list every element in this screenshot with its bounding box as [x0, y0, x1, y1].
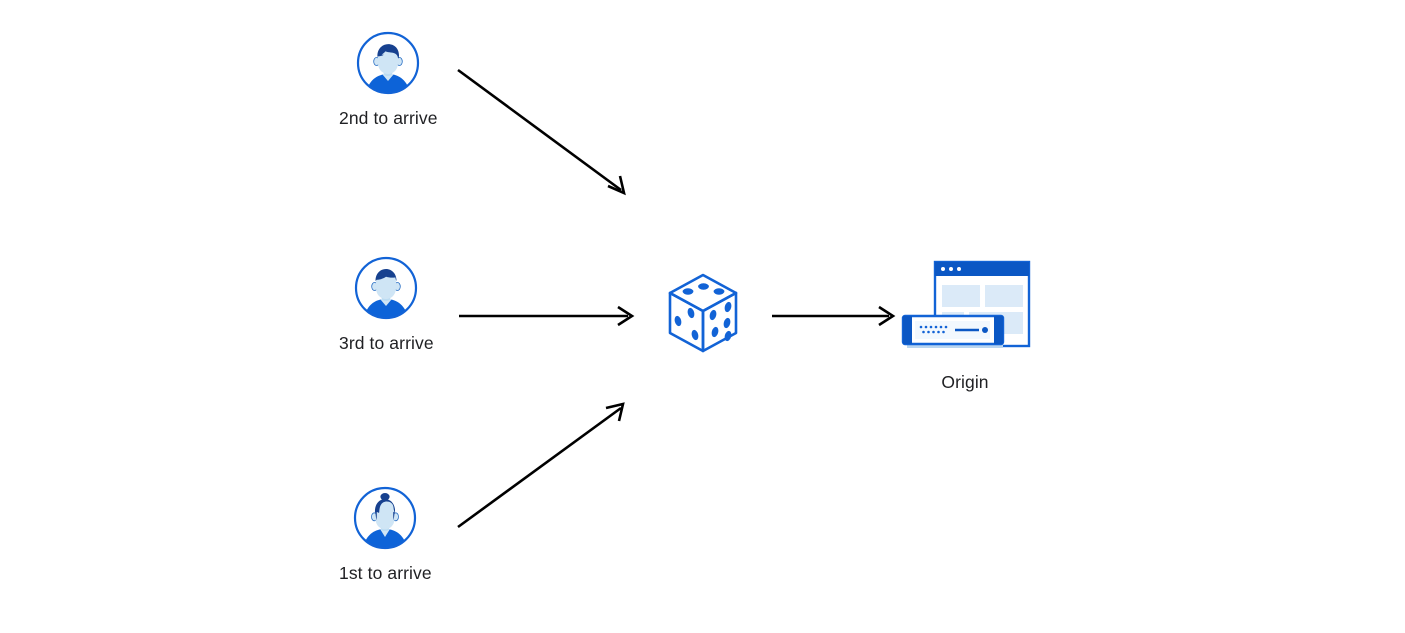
user-avatar-male-icon [353, 255, 419, 321]
node-user-3rd[interactable]: 3rd to arrive [339, 255, 434, 354]
node-user-1st[interactable]: 1st to arrive [339, 485, 432, 584]
user-avatar-male-icon [355, 30, 421, 96]
node-origin[interactable]: Origin [897, 258, 1033, 393]
edge-3rd-to-dice [459, 305, 635, 327]
origin-server-icon [897, 258, 1033, 358]
edge-dice-to-origin [772, 305, 896, 327]
node-label: Origin [941, 372, 989, 392]
edge-2nd-to-dice [457, 68, 626, 196]
user-avatar-female-icon [352, 485, 418, 551]
node-label: 1st to arrive [339, 563, 432, 583]
node-label: 2nd to arrive [339, 108, 438, 128]
node-label: 3rd to arrive [339, 333, 434, 353]
node-user-2nd[interactable]: 2nd to arrive [339, 30, 438, 129]
node-dice[interactable] [666, 272, 740, 358]
dice-cube-icon [666, 272, 740, 358]
edge-1st-to-dice [457, 402, 625, 529]
